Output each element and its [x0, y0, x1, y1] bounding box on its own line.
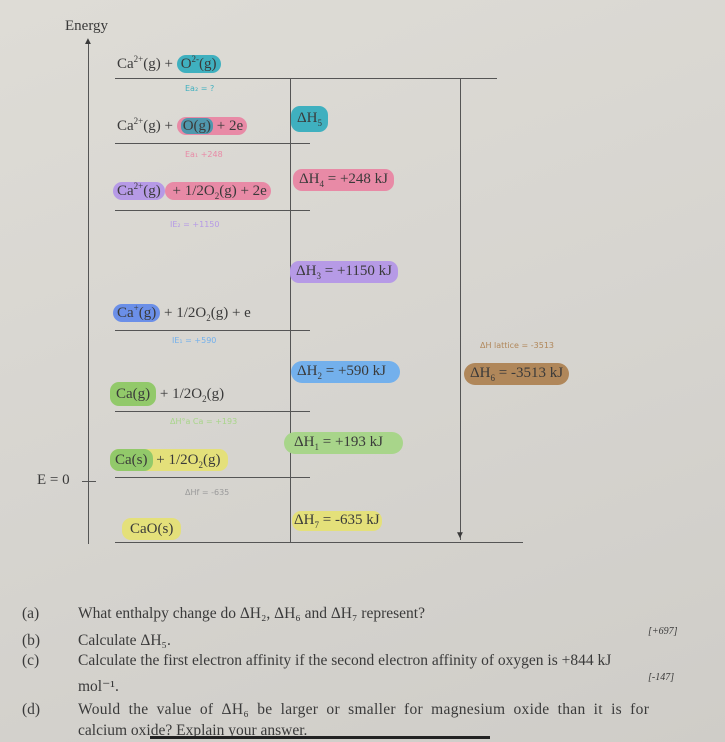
note-ie1: IE₁ = +590 [172, 336, 217, 345]
level-6: Ca(s) + 1/2O2(g) [110, 449, 229, 471]
note-atomisation: ΔH°a Ca = +193 [170, 417, 238, 426]
delta-h5: ΔH5 [291, 106, 328, 132]
note-formation: ΔHf = -635 [185, 488, 230, 497]
delta-h6: ΔH6 = -3513 kJ [464, 363, 570, 385]
question-a-label: (a) [22, 605, 40, 622]
delta-h3: ΔH3 = +1150 kJ [290, 261, 398, 283]
note-ie2: IE₂ = +1150 [170, 220, 220, 229]
answer-c: [-147] [648, 672, 675, 683]
axis-label: Energy [65, 18, 109, 34]
delta-h2: ΔH2 = +590 kJ [291, 361, 400, 383]
level-line [115, 330, 310, 331]
question-c-label: (c) [22, 652, 40, 669]
question-b-label: (b) [22, 632, 41, 649]
level-3: Ca2+(g) + 1/2O2(g) + 2e [113, 181, 271, 201]
arrow-down-icon: ▼ [455, 530, 465, 541]
level-line [115, 78, 497, 79]
answer-b: [+697] [648, 626, 678, 637]
question-d-cont: calcium oxide? Explain your answer. [78, 722, 308, 739]
delta-h7: ΔH7 = -635 kJ [292, 511, 382, 531]
zero-label: E = 0 [37, 472, 70, 488]
level-line [115, 143, 310, 144]
lattice-arrow-line [460, 78, 461, 540]
note-ea1: Ea₁ +248 [185, 150, 223, 159]
level-line [115, 411, 310, 412]
delta-h1: ΔH1 = +193 kJ [284, 432, 403, 454]
level-1: Ca2+(g) + O2-(g) [117, 54, 221, 73]
level-line [115, 542, 523, 543]
question-a: What enthalpy change do ΔH₂, ΔH₆ and ΔH₇… [78, 605, 425, 622]
level-5: Ca(g) + 1/2O2(g) [110, 382, 224, 406]
energy-axis [88, 44, 89, 544]
level-line [115, 477, 310, 478]
pen-line [150, 736, 490, 739]
level-7: CaO(s) [122, 518, 182, 540]
question-d-label: (d) [22, 701, 41, 718]
question-b: Calculate ΔH₅. [78, 632, 171, 649]
question-c-cont: mol⁻¹. [78, 678, 119, 695]
note-ea2: Ea₂ = ? [185, 84, 215, 93]
level-line [115, 210, 310, 211]
question-d: Would the value of ΔH₆ be larger or smal… [78, 701, 650, 718]
note-lattice: ΔH lattice = -3513 [480, 341, 555, 350]
axis-arrow-icon: ▲ [83, 36, 93, 47]
cycle-arrow-line [290, 78, 291, 542]
delta-h4: ΔH4 = +248 kJ [293, 169, 394, 191]
level-4: Ca+(g) + 1/2O2(g) + e [113, 303, 251, 323]
level-2: Ca2+(g) + O(g) + 2e [117, 116, 248, 135]
question-c: Calculate the first electron affinity if… [78, 652, 612, 669]
